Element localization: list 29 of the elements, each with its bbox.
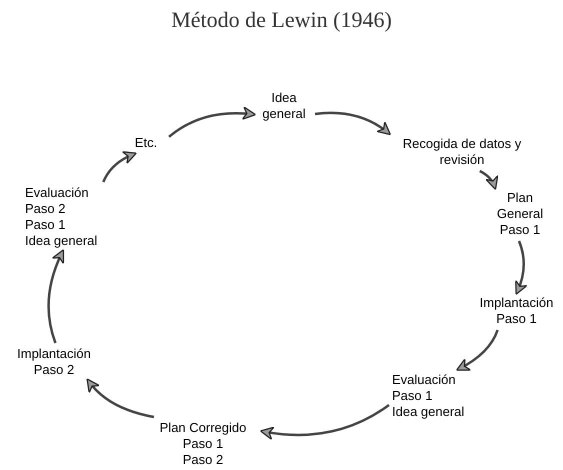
curved-arrow	[456, 330, 499, 371]
step-label: Etc.	[134, 135, 158, 151]
diagram-title: Método de Lewin (1946)	[171, 6, 392, 34]
curved-arrow	[260, 404, 390, 440]
step-label: Evaluación	[392, 372, 457, 388]
step-label: Idea general	[25, 233, 98, 249]
curved-arrow	[102, 151, 137, 183]
step-label: Plan Corregido	[158, 420, 248, 436]
step-label: Idea general	[392, 404, 466, 420]
step-label: Plan General	[496, 190, 544, 222]
step-label: Paso 2	[32, 362, 76, 378]
step-label: Idea general	[261, 90, 307, 122]
step-label: Evaluación	[25, 185, 90, 201]
step-label: Paso 2	[182, 452, 224, 468]
step-label: Recogida de datos y revisión	[402, 136, 522, 168]
step-label: Implantación	[478, 295, 554, 311]
step-label: Paso 1	[182, 436, 224, 452]
step-label: Paso 1	[495, 311, 538, 327]
curved-arrow	[479, 170, 498, 190]
curved-arrow	[514, 240, 528, 295]
step-label: Paso 1	[498, 222, 542, 238]
step-label: Paso 1	[392, 388, 434, 404]
step-label: Paso 1	[25, 217, 66, 233]
step-label: Paso 2	[25, 201, 66, 217]
curved-arrow	[47, 249, 64, 344]
curved-arrow	[168, 106, 256, 138]
curved-arrow	[86, 378, 154, 418]
step-label: Implantación	[16, 346, 92, 362]
curved-arrow	[314, 112, 392, 136]
